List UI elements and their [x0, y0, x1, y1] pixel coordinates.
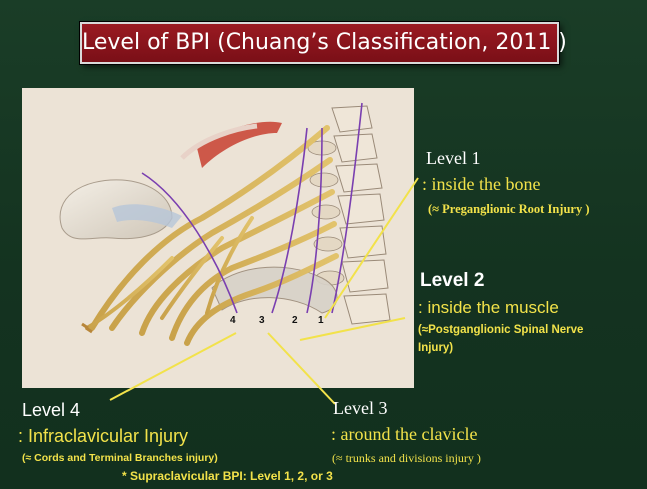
level-number-1: 1 [318, 315, 324, 326]
level3-heading: Level 3 [333, 398, 387, 419]
level3-injury: (≈ trunks and divisions injury ) [332, 451, 481, 466]
level2-injury-line1: (≈Postganglionic Spinal Nerve [418, 324, 583, 336]
level4-heading: Level 4 [22, 400, 80, 421]
level4-injury: (≈ Cords and Terminal Branches injury) [22, 452, 218, 464]
level2-location: : inside the muscle [418, 298, 559, 318]
level-number-2: 2 [292, 315, 298, 326]
level2-heading: Level 2 [420, 270, 484, 292]
level-number-4: 4 [230, 315, 236, 326]
brachial-plexus-illustration: 4 3 2 1 [22, 88, 414, 388]
level1-injury: (≈ Preganglionic Root Injury ) [428, 202, 589, 217]
level1-location: : inside the bone [422, 174, 540, 195]
level-number-3: 3 [259, 315, 265, 326]
anatomy-drawing [22, 88, 414, 388]
level2-injury-line2: Injury) [418, 342, 453, 354]
level1-heading: Level 1 [426, 148, 480, 169]
page-title: Level of BPI (Chuang’s Classification, 2… [80, 22, 559, 64]
footnote: * Supraclavicular BPI: Level 1, 2, or 3 [122, 469, 333, 483]
level4-location: : Infraclavicular Injury [18, 426, 188, 447]
level3-location: : around the clavicle [331, 424, 477, 445]
